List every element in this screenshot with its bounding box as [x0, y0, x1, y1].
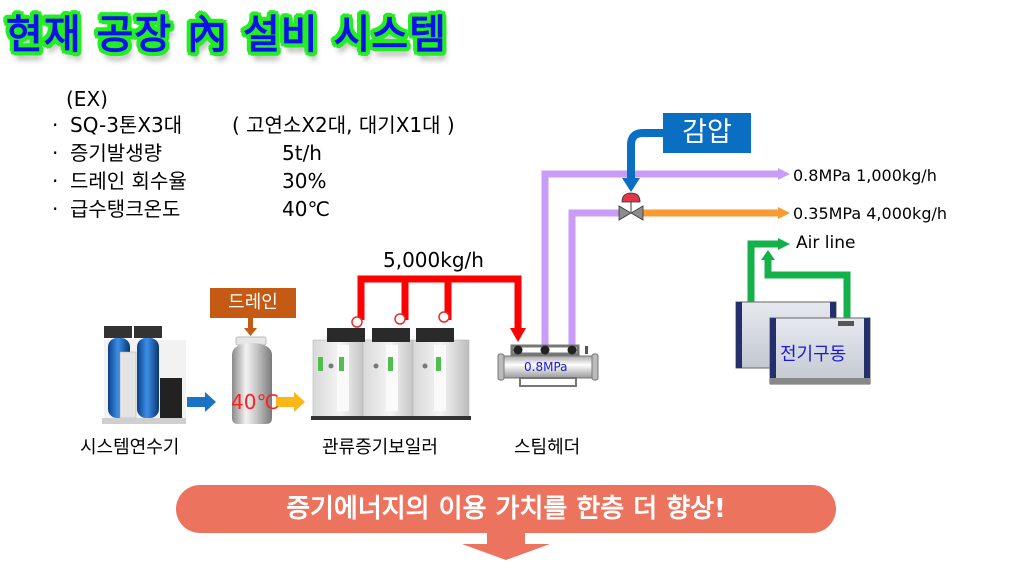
boiler-flow-label: 5,000kg/h — [383, 248, 484, 272]
spec-label: 급수탱크온도 — [70, 197, 181, 221]
banner-down-arrow — [462, 532, 550, 560]
water-softener-icon — [102, 326, 186, 424]
spec-value: 30% — [282, 169, 327, 193]
water-flow-arrow — [187, 392, 216, 412]
spec-row: · 급수탱크온도 — [52, 196, 180, 222]
spec-list: (EX) ·SQ-3톤X3대 ( 고연소X2대, 대기X1대 ) ·증기발생량 … — [52, 86, 522, 226]
spec-value: ( 고연소X2대, 대기X1대 ) — [232, 113, 455, 137]
steam-outlet-arrow — [778, 168, 790, 180]
bullet: · — [52, 197, 59, 221]
low-pressure-arrow — [778, 207, 790, 219]
drain-arrow — [244, 318, 257, 336]
reduce-pressure-label: 감압 — [663, 113, 751, 153]
feed-tank-icon — [232, 336, 272, 424]
spec-label: SQ-3톤X3대 — [70, 113, 183, 137]
tank-temperature: 40℃ — [231, 390, 279, 414]
drain-label: 드레인 — [210, 288, 296, 318]
equipment-label-boiler: 관류증기보일러 — [322, 437, 438, 458]
bullet: · — [52, 113, 59, 137]
air-arrow — [778, 238, 790, 250]
spec-label: 드레인 회수율 — [70, 169, 187, 193]
output-label-high: 0.8MPa 1,000kg/h — [793, 166, 937, 185]
boiler-valve-icon — [351, 311, 450, 328]
air-line — [747, 240, 851, 318]
page-title: 현재 공장 內 설비 시스템 — [6, 12, 447, 58]
bullet: · — [52, 169, 59, 193]
spec-label: 증기발생량 — [70, 141, 162, 165]
pressure-reducing-valve-icon — [618, 192, 644, 221]
air-compressor-icon — [735, 301, 871, 385]
equipment-label-header: 스팀헤더 — [514, 437, 581, 458]
spec-value: 5t/h — [282, 141, 322, 165]
header-pressure-label: 0.8MPa — [524, 360, 568, 374]
steam-header-icon — [497, 344, 599, 387]
feed-flow-arrow — [276, 392, 305, 412]
steam-line-upper — [541, 170, 780, 346]
spec-header: (EX) — [66, 87, 108, 111]
bullet: · — [52, 141, 59, 165]
reduce-arrow — [622, 178, 640, 192]
boiler-icon — [311, 328, 471, 420]
air-arrow — [761, 250, 775, 260]
output-label-low: 0.35MPa 4,000kg/h — [793, 204, 948, 223]
conclusion-banner: 증기에너지의 이용 가치를 한층 더 향상! — [176, 485, 836, 533]
steam-main-line — [357, 275, 522, 330]
output-label-air: Air line — [796, 233, 856, 253]
spec-value: 40℃ — [282, 197, 330, 221]
equipment-label-softener: 시스템연수기 — [80, 437, 180, 458]
spec-row: · 증기발생량 — [52, 140, 162, 166]
steam-arrow — [510, 328, 526, 342]
spec-row: · SQ-3톤X3대 — [52, 112, 182, 138]
spec-row: · 드레인 회수율 — [52, 168, 187, 194]
compressor-label: 전기구동 — [780, 344, 847, 365]
reduce-connector — [627, 129, 664, 180]
